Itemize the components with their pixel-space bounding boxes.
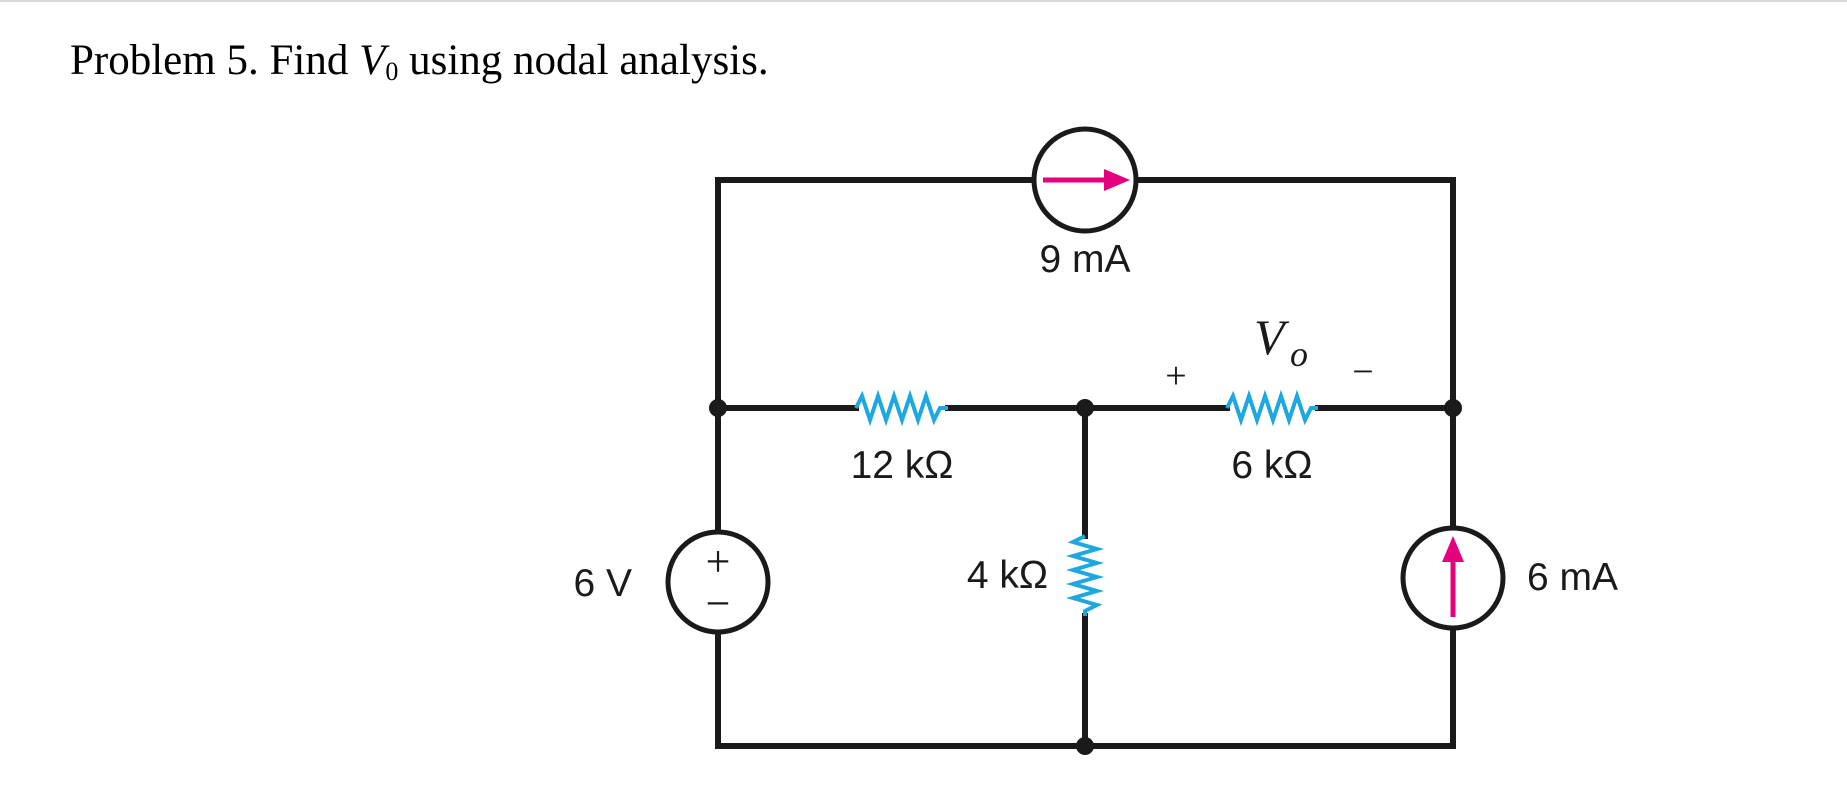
current-source-6ma (1400, 525, 1506, 631)
junction-right (1444, 399, 1462, 417)
arrow-right-head-icon (1104, 169, 1130, 191)
label-6k: 6 kΩ (1231, 444, 1312, 487)
resistor-4k (1065, 534, 1105, 616)
vo-variable: V (1254, 309, 1290, 365)
problem-subscript: 0 (385, 57, 399, 86)
label-6v: 6 V (573, 562, 632, 605)
label-4k: 4 kΩ (967, 554, 1048, 597)
vo-plus-sign: + (1165, 355, 1186, 397)
problem-statement: Problem 5. Find V0 using nodal analysis. (70, 36, 769, 87)
problem-variable: V (359, 37, 386, 84)
top-divider (0, 0, 1847, 2)
source-6v-circle (665, 529, 771, 635)
vo-indicator: + − V o (1165, 309, 1373, 397)
vo-minus-sign: − (1352, 351, 1373, 393)
junction-center (1076, 399, 1094, 417)
current-source-9ma (1031, 126, 1139, 234)
junction-bottom (1076, 737, 1094, 755)
arrow-up-head-icon (1442, 536, 1464, 562)
label-6ma: 6 mA (1527, 556, 1618, 599)
resistor-6k (1225, 389, 1318, 427)
vo-subscript: o (1290, 334, 1308, 374)
label-12k: 12 kΩ (851, 444, 954, 487)
resistor-12k (854, 389, 948, 427)
voltage-minus-sign: − (706, 579, 731, 628)
problem-suffix: using nodal analysis. (398, 37, 769, 84)
problem-prefix: Problem 5. Find (70, 37, 360, 84)
voltage-source-6v: + − (665, 529, 771, 635)
junction-left (709, 399, 727, 417)
label-9ma: 9 mA (1039, 238, 1130, 281)
voltage-plus-sign: + (706, 537, 731, 586)
